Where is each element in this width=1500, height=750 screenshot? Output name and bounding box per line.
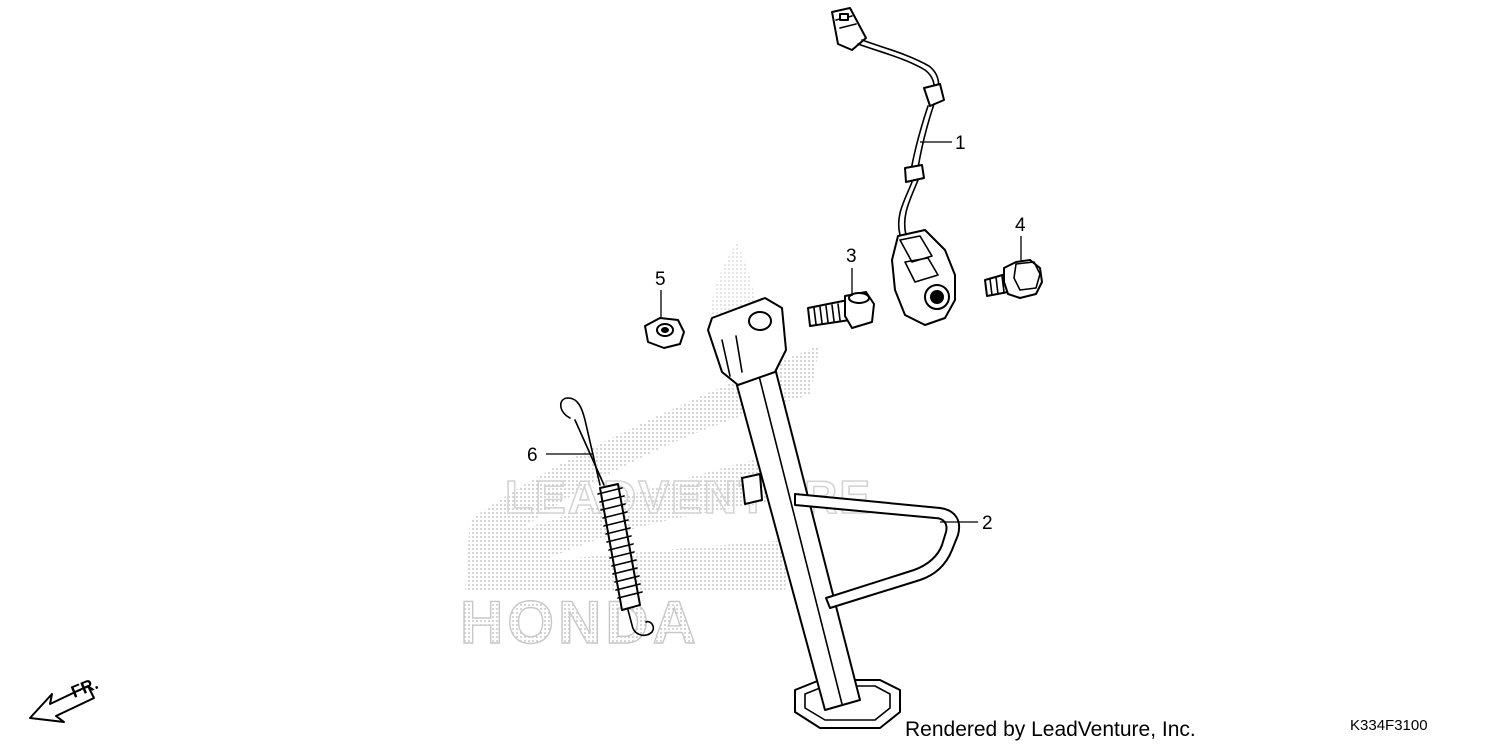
flange-bolt [984, 259, 1043, 299]
callout-3: 3 [846, 246, 857, 267]
callout-2: 2 [982, 513, 993, 534]
front-direction-indicator: FR. [29, 674, 101, 723]
callout-labels: 1 2 3 4 5 6 [527, 133, 1026, 534]
rendered-by-credit: Rendered by LeadVenture, Inc. [905, 718, 1196, 741]
nut [644, 317, 685, 349]
callout-5: 5 [655, 269, 666, 290]
callout-6: 6 [527, 445, 538, 466]
watermark-brand: HONDA [460, 589, 700, 656]
watermark: HONDA LEADVENTURE [459, 240, 871, 657]
front-label: FR. [68, 674, 101, 702]
pivot-bolt [807, 291, 875, 329]
callout-4: 4 [1015, 215, 1026, 236]
side-stand [707, 297, 960, 729]
diagram-code: K334F3100 [1350, 717, 1428, 734]
leader-lines [546, 141, 1022, 523]
callout-1: 1 [955, 133, 966, 154]
arrow-down-left-icon [29, 685, 95, 723]
side-stand-switch [831, 7, 956, 326]
watermark-wing [465, 345, 820, 590]
spring [559, 397, 655, 637]
